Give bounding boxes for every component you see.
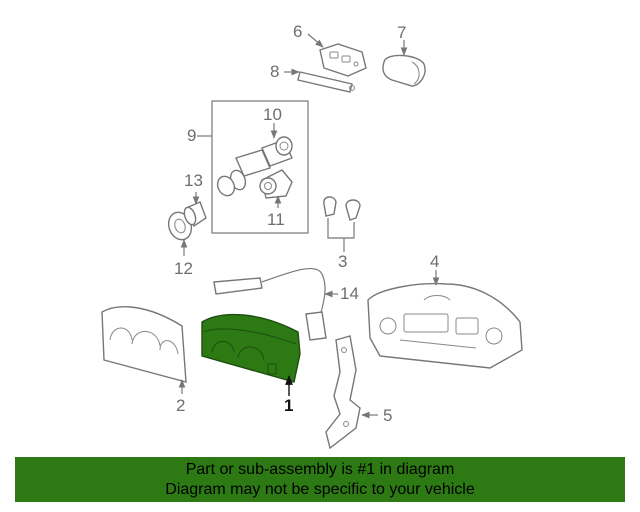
part-2-lens[interactable] bbox=[101, 306, 187, 383]
parts-diagram bbox=[101, 33, 523, 450]
part-7-knob[interactable] bbox=[382, 54, 426, 87]
banner-line-2: Diagram may not be specific to your vehi… bbox=[165, 480, 475, 498]
part-9-group-box bbox=[211, 100, 309, 234]
callout-12: 12 bbox=[174, 259, 193, 278]
leader-3 bbox=[327, 218, 355, 252]
callout-3: 3 bbox=[338, 252, 348, 271]
part-5-bracket[interactable] bbox=[325, 335, 361, 450]
callout-1: 1 bbox=[284, 396, 294, 415]
part-1-instrument-cluster[interactable] bbox=[201, 313, 301, 383]
part-11-lock-housing[interactable] bbox=[259, 169, 293, 199]
callout-6: 6 bbox=[293, 22, 303, 41]
callout-9: 9 bbox=[187, 126, 197, 145]
part-10-lock-cylinder[interactable] bbox=[215, 136, 293, 198]
part-14-harness[interactable] bbox=[213, 267, 327, 341]
part-4-bezel[interactable] bbox=[367, 282, 523, 369]
info-banner: Part or sub-assembly is #1 in diagram Di… bbox=[15, 457, 625, 502]
part-13-bulb[interactable] bbox=[182, 201, 207, 228]
callout-13: 13 bbox=[184, 171, 203, 190]
leader-6 bbox=[307, 33, 324, 48]
part-3-bulbs[interactable] bbox=[323, 196, 361, 221]
callout-7: 7 bbox=[397, 23, 407, 42]
callout-8: 8 bbox=[270, 62, 280, 81]
callout-14: 14 bbox=[340, 284, 359, 303]
callout-5: 5 bbox=[383, 406, 393, 425]
callout-4: 4 bbox=[430, 252, 440, 271]
callout-10: 10 bbox=[263, 105, 282, 124]
part-8-rod[interactable] bbox=[297, 71, 355, 93]
callout-2: 2 bbox=[176, 396, 186, 415]
banner-line-1: Part or sub-assembly is #1 in diagram bbox=[185, 460, 455, 478]
part-6-switch[interactable] bbox=[319, 43, 367, 77]
callout-11: 11 bbox=[267, 210, 285, 229]
